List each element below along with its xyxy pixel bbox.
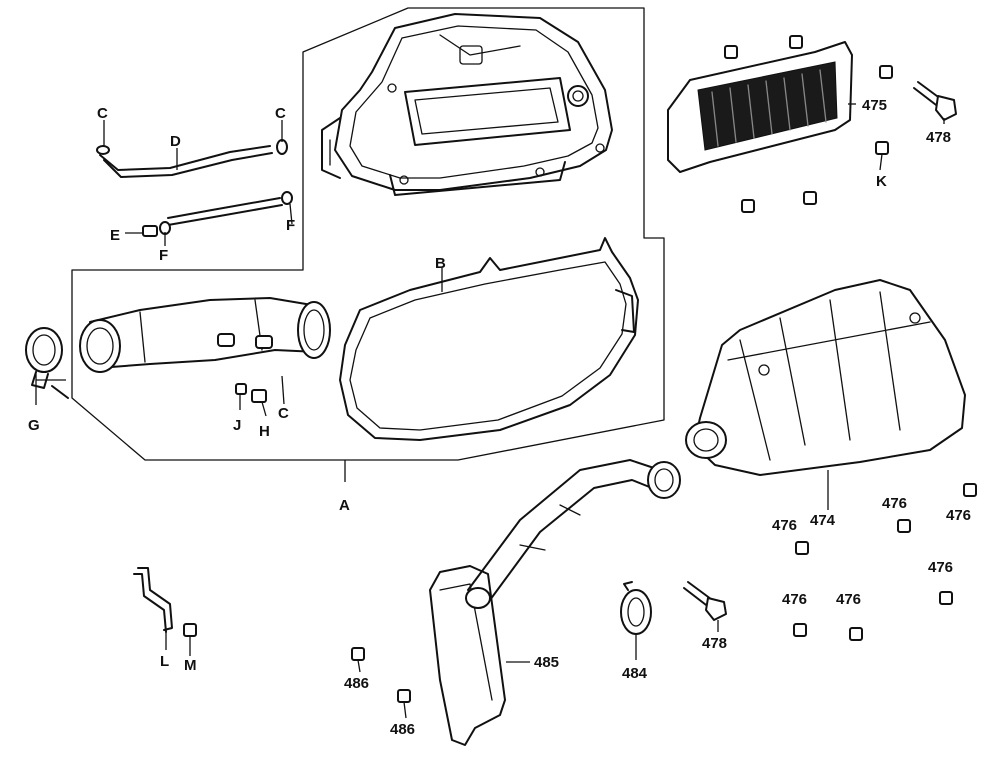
callout-478-lower: 478 [702,635,727,652]
band-clamp-484 [620,581,652,635]
callout-486-upper: 486 [344,675,369,692]
leader-lines [35,103,945,719]
callout-484: 484 [622,665,648,682]
air-cleaner-cover [685,279,966,476]
callout-k: K [876,173,887,190]
callout-476-c: 476 [946,507,971,524]
callout-f-left: F [159,247,168,264]
callout-486-lower: 486 [390,721,415,738]
screw-m [183,623,197,637]
callout-l: L [160,653,169,670]
element-screws [724,35,893,213]
assembly-boundary-outline [71,7,665,461]
connecting-tube [79,297,331,373]
callout-b: B [435,255,446,272]
callout-c-upper-left: C [97,105,108,122]
callout-c-upper-right: C [275,105,286,122]
screw-486-upper [351,647,365,661]
flange-bolt-top [913,81,957,121]
callout-475: 475 [862,97,887,114]
callout-h: H [259,423,270,440]
cover-screws [793,483,977,641]
case-gasket [339,237,639,441]
callout-476-e: 476 [782,591,807,608]
callout-c-lower: C [278,405,289,422]
callout-m: M [184,657,197,674]
callout-476-d: 476 [928,559,953,576]
air-filter-element [667,41,853,173]
air-cleaner-case [321,13,613,196]
flange-bolt-lower [683,581,727,621]
callout-476-f: 476 [836,591,861,608]
callout-476-a: 476 [772,517,797,534]
callout-e: E [110,227,120,244]
callout-a: A [339,497,350,514]
screw-j [235,383,247,395]
callout-474: 474 [810,512,836,529]
callout-476-b: 476 [882,495,907,512]
callout-d: D [170,133,181,150]
callout-f-right: F [286,217,295,234]
screw-486-lower [397,689,411,703]
callout-478-top: 478 [926,129,951,146]
bracket-l [133,567,173,633]
breather-hoses [96,139,293,237]
callout-g: G [28,417,40,434]
callout-j: J [233,417,241,434]
resonator-485 [429,459,681,746]
callout-485: 485 [534,654,559,671]
screw-h [251,389,267,403]
hose-clamp-g [25,327,69,399]
